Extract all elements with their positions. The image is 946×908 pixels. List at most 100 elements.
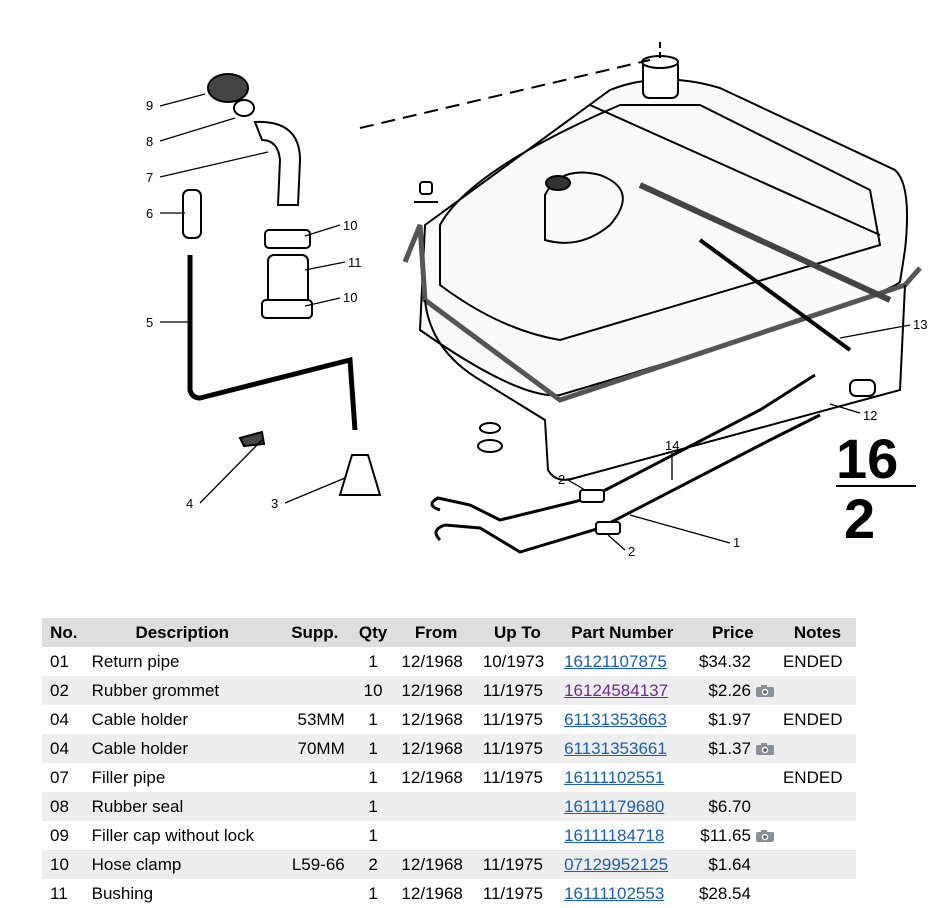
row-price: $6.70 (686, 792, 753, 821)
col-from: From (395, 618, 477, 647)
row-photo (753, 763, 779, 792)
col-no: No. (42, 618, 86, 647)
row-price: $1.64 (686, 850, 753, 879)
row-price (687, 763, 753, 792)
row-supp (278, 792, 351, 821)
row-part-number: 07129952125 (558, 850, 687, 879)
group-number-top: 16 (836, 427, 898, 490)
callout-1: 1 (733, 535, 740, 550)
row-no: 11 (50, 883, 68, 903)
row-photo (753, 879, 779, 908)
row-part-number: 16111102553 (558, 879, 686, 908)
row-supp (279, 763, 351, 792)
callout-5: 5 (146, 315, 153, 330)
row-photo (753, 821, 779, 850)
callout-2a: 2 (558, 472, 565, 487)
callout-12: 12 (863, 408, 877, 423)
callout-14: 14 (665, 438, 679, 453)
row-no: 09 (50, 825, 69, 845)
camera-icon[interactable] (755, 681, 775, 700)
row-description: Cable holder (91, 709, 189, 729)
row-description: Rubber grommet (85, 676, 279, 705)
col-upto: Up To (476, 618, 559, 647)
callout-8: 8 (146, 134, 153, 149)
row-qty: 1 (368, 825, 378, 845)
row-photo (752, 734, 779, 763)
row-qty: 1 (350, 734, 396, 763)
row-photo (753, 705, 779, 734)
row-description: Bushing (91, 883, 154, 903)
row-supp (279, 647, 351, 676)
row-no: 01 (50, 651, 69, 671)
row-notes (779, 879, 856, 908)
row-qty: 10 (350, 676, 396, 705)
row-notes (778, 676, 856, 705)
part-number-link[interactable]: 16111179680 (564, 796, 665, 816)
row-description: Cable holder (85, 734, 279, 763)
part-number-link[interactable]: 16124584137 (564, 680, 669, 700)
row-notes (778, 850, 856, 879)
row-price: $11.65 (700, 825, 751, 845)
row-part-number: 16121107875 (558, 647, 686, 676)
row-supp (279, 821, 351, 850)
row-no: 04 (42, 734, 86, 763)
part-number-link[interactable]: 16111102551 (564, 767, 665, 787)
row-upto: 11/1975 (482, 883, 543, 903)
row-price: $1.37 (686, 734, 753, 763)
callout-13: 13 (913, 317, 927, 332)
row-photo (753, 647, 779, 676)
col-part-number: Part Number (558, 618, 687, 647)
row-upto (477, 821, 558, 850)
parts-table-header: No. Description Supp. Qty From Up To Par… (42, 618, 856, 647)
callout-10b: 10 (343, 290, 357, 305)
row-part-number: 16111102551 (558, 763, 686, 792)
part-number-link[interactable]: 61131353663 (564, 709, 667, 729)
row-no: 08 (42, 792, 86, 821)
row-part-number: 16111179680 (558, 792, 687, 821)
row-upto: 11/1975 (476, 734, 559, 763)
row-photo (752, 850, 779, 879)
row-notes: ENDED (782, 767, 843, 787)
row-no: 10 (42, 850, 86, 879)
part-number-link[interactable]: 16111184718 (564, 825, 665, 845)
col-description: Description (85, 618, 279, 647)
col-supp: Supp. (278, 618, 351, 647)
parts-diagram: 9 8 7 6 5 4 3 10 11 10 13 12 14 2 2 1 16… (146, 42, 927, 559)
row-upto: 11/1975 (476, 676, 559, 705)
part-number-link[interactable]: 61131353661 (564, 738, 667, 758)
fuel-tank-exploded-drawing: 9 8 7 6 5 4 3 10 11 10 13 12 14 2 2 1 16… (146, 42, 927, 559)
row-upto: 11/1975 (482, 709, 543, 729)
callout-7: 7 (146, 170, 153, 185)
row-supp: 53MM (297, 709, 345, 729)
row-qty: 1 (350, 792, 396, 821)
row-description: Return pipe (91, 651, 180, 671)
callout-4: 4 (186, 496, 193, 511)
part-number-link[interactable]: 07129952125 (564, 854, 669, 874)
row-no: 07 (50, 767, 69, 787)
col-notes: Notes (778, 618, 856, 647)
row-part-number: 16124584137 (558, 676, 687, 705)
callout-3: 3 (271, 496, 278, 511)
part-number-link[interactable]: 16111102553 (564, 883, 665, 903)
row-price: $28.54 (698, 883, 751, 903)
callout-10a: 10 (343, 218, 357, 233)
row-part-number: 61131353663 (558, 705, 686, 734)
callout-2b: 2 (628, 544, 635, 559)
row-supp: L59-66 (278, 850, 351, 879)
row-price: $2.26 (686, 676, 753, 705)
camera-icon[interactable] (755, 826, 775, 845)
row-description: Filler pipe (91, 767, 166, 787)
row-upto: 10/1973 (482, 651, 545, 671)
group-number-bottom: 2 (844, 487, 875, 550)
col-price: Price (686, 618, 779, 647)
row-from: 12/1968 (401, 709, 463, 729)
row-supp (278, 676, 351, 705)
camera-icon[interactable] (755, 739, 775, 758)
row-price: $34.32 (698, 651, 751, 671)
part-number-link[interactable]: 16121107875 (564, 651, 667, 671)
